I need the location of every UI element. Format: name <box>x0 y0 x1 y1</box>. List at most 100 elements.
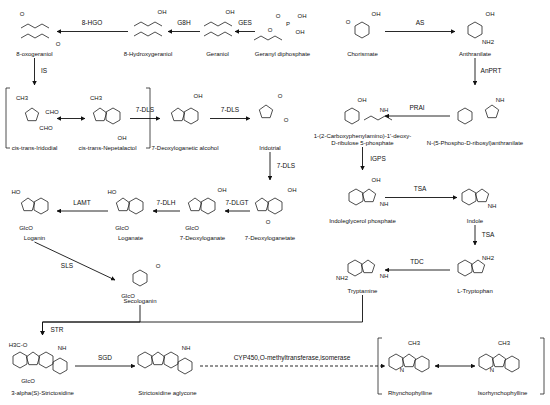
atom-label: O <box>268 27 273 33</box>
compound-node: 7-Deoxyloganetate <box>250 180 290 242</box>
atom-label: NH <box>496 97 505 103</box>
enzyme-label: TSA <box>414 186 427 193</box>
compound-name: Geranyl diphosphate <box>243 51 323 58</box>
reaction-arrow <box>168 31 200 32</box>
atom-label: GlcO <box>185 225 199 231</box>
compound-name: Indole <box>460 218 490 225</box>
ring <box>93 108 106 121</box>
compound-name: L-Tryptophan <box>448 288 503 295</box>
enzyme-label: 7-DLS <box>221 107 239 114</box>
atom-label: OH <box>372 11 381 17</box>
atom-label: OH <box>358 97 367 103</box>
compound-name: 1-(2-Carboxyphenylamino)-1'-deoxy-D-ribu… <box>313 133 413 147</box>
atom-label: NH <box>182 345 191 351</box>
reaction-arrow <box>43 295 363 335</box>
atom-label: NH <box>380 273 389 279</box>
compound-name: 7-Deoxyloganetic alcohol <box>140 145 230 152</box>
atom-label: CH3 <box>16 95 28 101</box>
reaction-arrow <box>435 366 475 367</box>
ring <box>184 108 198 124</box>
ring <box>415 356 429 372</box>
ring <box>259 105 272 118</box>
atom-label: OH <box>218 187 227 193</box>
compound-name: N-(5-Phospho-D-ribosyl)anthranilate <box>413 140 538 147</box>
atom-label: N <box>400 367 404 373</box>
compound-name: 7-Deoxyloganate <box>170 235 235 242</box>
compound-name: Indoleglycerol phosphate <box>320 218 405 225</box>
atom-label: NH2 <box>482 255 494 261</box>
atom-label: H3C-O <box>9 342 28 348</box>
ring <box>475 189 488 202</box>
ring <box>129 198 143 214</box>
reaction-arrow <box>475 225 476 245</box>
ring <box>34 198 48 214</box>
carbon-chain <box>364 116 392 120</box>
atom-label: P <box>286 21 290 27</box>
enzyme-label: SGD <box>98 355 112 362</box>
compound-name: Rhynchophylline <box>378 390 443 397</box>
atom-label: NH <box>488 203 497 209</box>
enzyme-label: TSA <box>482 232 495 239</box>
atom-label: O <box>20 11 25 17</box>
atom-label: OH <box>372 177 381 183</box>
reaction-arrow <box>270 152 271 180</box>
carbon-chain <box>134 32 162 36</box>
ring <box>178 358 192 374</box>
ring <box>345 108 359 124</box>
atom-label: O <box>284 117 289 123</box>
ring <box>116 198 129 211</box>
compound-name: cis-trans-Nepetalactol <box>68 145 148 152</box>
reaction-arrow <box>57 118 85 119</box>
ring <box>361 260 374 273</box>
compound-name: 7-Deoxyloganetate <box>235 235 305 242</box>
ring <box>171 108 184 121</box>
reaction-arrow <box>43 305 141 335</box>
enzyme-label: 7-DLH <box>157 200 176 207</box>
atom-label: GlcO <box>19 225 33 231</box>
reaction-arrow <box>35 242 116 280</box>
carbon-chain <box>21 34 49 38</box>
enzyme-label: CYP450,O-methyltransferase,isomerase <box>234 355 351 362</box>
ring <box>485 105 498 118</box>
carbon-chain <box>134 22 162 26</box>
atom-label: OH <box>298 13 307 19</box>
bracket <box>146 88 150 148</box>
ring <box>362 189 375 202</box>
reaction-arrow <box>57 31 128 32</box>
compound-name: Chorismate <box>338 51 388 58</box>
ring <box>106 108 120 124</box>
compound-name: Geraniol <box>198 51 238 58</box>
ring <box>13 352 27 368</box>
atom-label: NH2 <box>482 39 494 45</box>
ring <box>468 22 482 38</box>
reaction-arrow <box>200 366 385 367</box>
reaction-arrow <box>385 197 457 198</box>
reaction-arrow <box>385 116 450 117</box>
enzyme-label: TDC <box>410 259 423 266</box>
atom-label: O <box>56 41 61 47</box>
carbon-chain <box>254 36 282 40</box>
ring <box>25 108 38 121</box>
atom-label: CHO <box>39 125 52 131</box>
ring <box>355 22 369 38</box>
compound-name: Iridotrial <box>245 145 295 152</box>
enzyme-label: GES <box>238 20 252 27</box>
atom-label: CH3 <box>90 95 102 101</box>
atom-label: NH <box>380 107 389 113</box>
bracket <box>6 88 10 148</box>
compound-name: Secologanin <box>113 298 168 305</box>
atom-label: O <box>276 13 281 19</box>
ring <box>151 352 164 365</box>
reaction-arrow <box>57 211 108 212</box>
atom-label: HO <box>108 189 117 195</box>
atom-label: HO <box>12 189 21 195</box>
carbon-chain <box>204 22 232 26</box>
ring <box>348 260 362 276</box>
compound-name: Isorhynchophylline <box>465 390 540 397</box>
reaction-arrow <box>130 118 160 119</box>
atom-label: CH3 <box>408 340 420 346</box>
reaction-arrow <box>34 58 35 85</box>
compound-node: 8-oxogeraniol <box>12 5 57 58</box>
ring <box>255 198 268 211</box>
